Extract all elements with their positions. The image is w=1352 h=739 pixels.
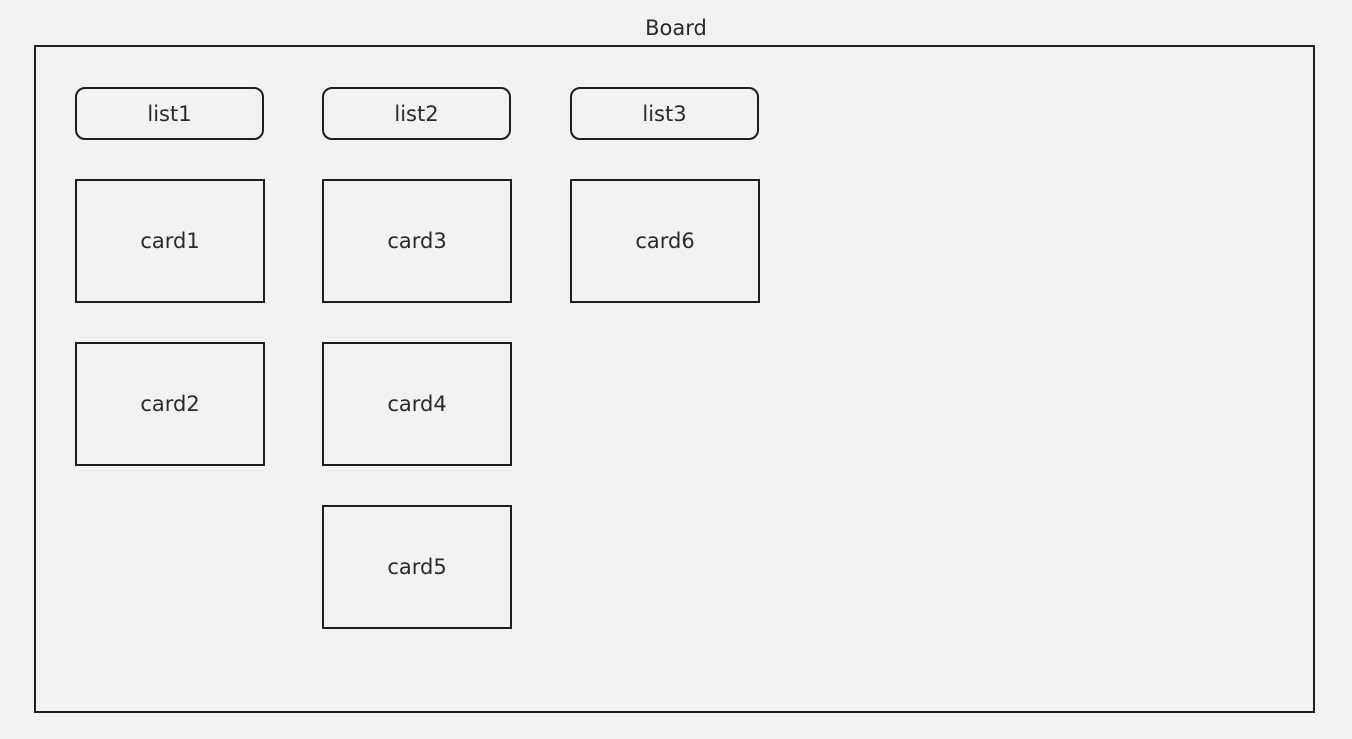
- card-card2[interactable]: card2: [75, 342, 265, 466]
- board-frame: [34, 45, 1315, 713]
- card-card3[interactable]: card3: [322, 179, 512, 303]
- card-card4[interactable]: card4: [322, 342, 512, 466]
- card-card5[interactable]: card5: [322, 505, 512, 629]
- list-header-list2[interactable]: list2: [322, 87, 511, 140]
- card-card1[interactable]: card1: [75, 179, 265, 303]
- card-card6[interactable]: card6: [570, 179, 760, 303]
- list-header-list1[interactable]: list1: [75, 87, 264, 140]
- board-title: Board: [645, 16, 707, 40]
- list-header-list3[interactable]: list3: [570, 87, 759, 140]
